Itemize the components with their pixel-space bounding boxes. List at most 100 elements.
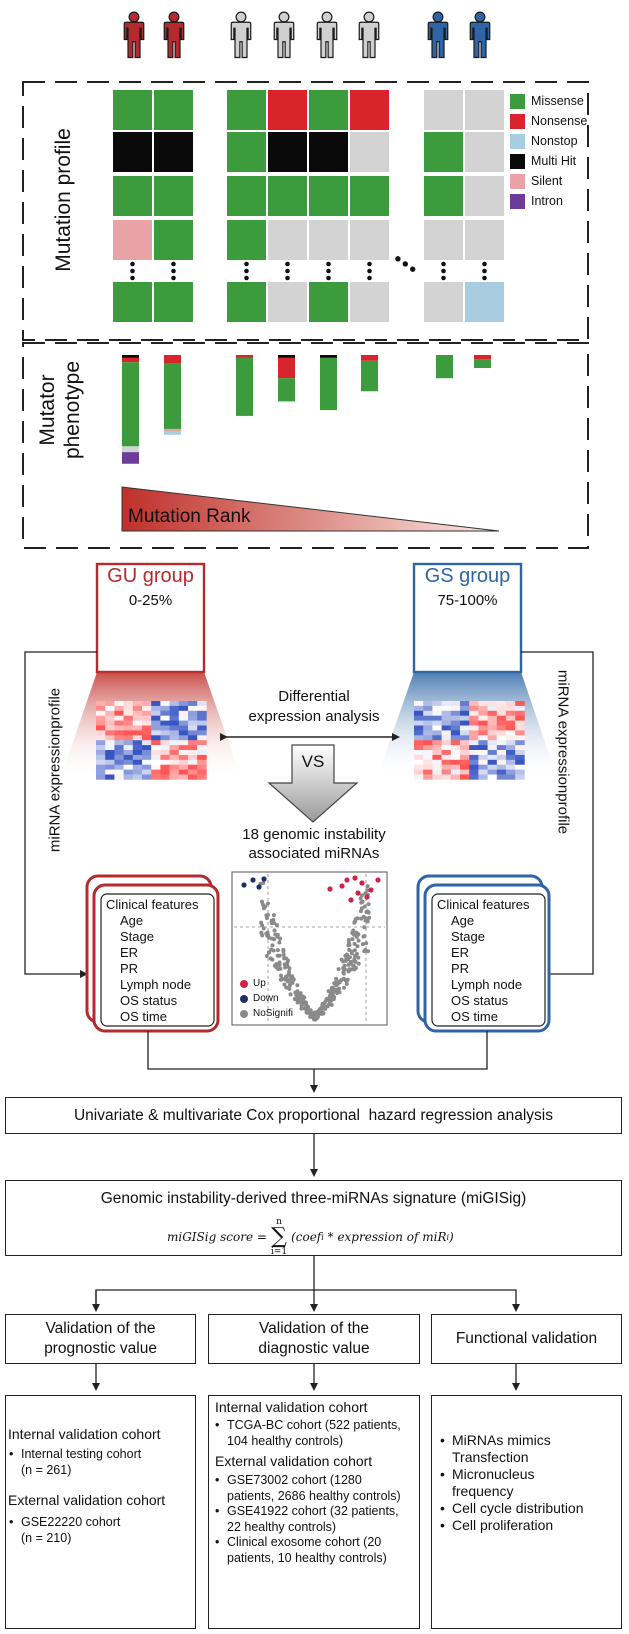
volcano-point-down (241, 882, 247, 888)
heatmap-cell (423, 720, 433, 726)
heatmap-cell (515, 769, 525, 775)
heatmap-cell (142, 715, 152, 721)
volcano-point (295, 983, 300, 988)
ellipsis-dot (130, 275, 135, 281)
heatmap-cell (96, 720, 106, 726)
heatmap-cell (414, 745, 424, 751)
heatmap-cell (423, 715, 433, 721)
heatmap-cell (478, 705, 488, 712)
patient-icon (316, 11, 338, 59)
heatmap-cell (460, 730, 470, 736)
heatmap-cell (169, 740, 180, 746)
heatmap-cell (178, 769, 189, 775)
heatmap-cell (515, 701, 525, 707)
mutation-cell (227, 90, 266, 130)
heatmap-cell (188, 701, 198, 707)
volcano-point (289, 981, 294, 986)
differential-line2: expression analysis (248, 708, 380, 725)
heatmap-cell (450, 715, 461, 721)
heatmap-cell (432, 715, 442, 721)
heatmap-cell (487, 769, 498, 775)
volcano-point-up (364, 894, 370, 900)
heatmap-cell (496, 715, 507, 721)
phenotype-bar-segment (320, 357, 337, 411)
volcano-point (347, 943, 352, 948)
heatmap-cell (515, 764, 525, 770)
mutation-cell (113, 220, 152, 260)
heatmap-cell (496, 769, 507, 775)
volcano-point (352, 948, 357, 953)
volcano-point (266, 933, 271, 938)
volcano-point-down (256, 884, 262, 890)
volcano-point (284, 985, 289, 990)
heatmap-cell (160, 769, 170, 775)
legend-item-nonstop: Nonstop (510, 131, 625, 151)
mutation-cell (113, 176, 152, 216)
heatmap-cell (160, 705, 170, 712)
heatmap-cell (506, 730, 516, 736)
associated-mirnas-line1: 18 genomic instability (242, 826, 386, 843)
differential-line1: Differential (278, 688, 350, 705)
heatmap-cell (169, 750, 180, 756)
heatmap-cell (423, 764, 433, 770)
heatmap-cell (423, 701, 433, 707)
heatmap-cell (414, 759, 424, 765)
heatmap-cell (105, 754, 115, 761)
heatmap-cell (423, 735, 433, 741)
heatmap-cell (506, 715, 516, 721)
heatmap-cell (450, 745, 461, 751)
heatmap-cell (515, 774, 525, 780)
clinical-item: Stage (120, 929, 154, 944)
heatmap-cell (151, 720, 161, 726)
mutation-cell (465, 90, 504, 130)
volcano-point (281, 952, 286, 957)
heatmap-cell (160, 764, 170, 770)
heatmap-cell (123, 730, 134, 736)
diagnostic-external-title: External validation cohort (215, 1453, 373, 1469)
volcano-point (354, 934, 359, 939)
legend-item-intron: Intron (510, 191, 625, 211)
phenotype-bar-segment (474, 359, 491, 369)
phenotype-label: phenotype (61, 360, 84, 460)
ellipsis-dot (441, 275, 446, 281)
heatmap-cell (460, 705, 470, 712)
heatmap-cell (178, 705, 189, 712)
heatmap-cell (178, 740, 189, 746)
phenotype-bar-segment (122, 362, 139, 447)
heatmap-cell (114, 740, 124, 746)
heatmap-cell (496, 730, 507, 736)
heatmap-cell (506, 745, 516, 751)
heatmap-cell (432, 730, 442, 736)
heatmap-cell (441, 720, 452, 726)
mutation-cell (113, 282, 152, 322)
heatmap-cell (515, 750, 525, 756)
volcano-point (315, 1011, 320, 1016)
ellipsis-dot (367, 261, 372, 267)
clinical-title: Clinical features (437, 897, 530, 912)
volcano-point (360, 942, 365, 947)
heatmap-cell (123, 740, 134, 746)
mutation-cell (350, 90, 389, 130)
heatmap-cell (151, 769, 161, 775)
heatmap-cell (432, 754, 442, 761)
mutation-cell (227, 132, 266, 172)
heatmap-cell (169, 710, 180, 716)
heatmap-cell (460, 725, 470, 731)
heatmap-cell (414, 701, 424, 707)
phenotype-bar-segment (122, 357, 139, 363)
volcano-point (352, 953, 357, 958)
heatmap-cell (151, 735, 161, 741)
functional-head-box: Functional validation (431, 1314, 622, 1364)
heatmap-cell (105, 759, 115, 765)
heatmap-cell (169, 774, 180, 780)
volcano-point (334, 976, 339, 981)
phenotype-bar-segment (278, 357, 295, 379)
heatmap-cell (188, 740, 198, 746)
heatmap-cell (478, 730, 488, 736)
heatmap-cell (506, 720, 516, 726)
heatmap-cell (450, 750, 461, 756)
heatmap-cell (132, 764, 143, 770)
heatmap-cell (487, 710, 498, 716)
gs-clinical-stack (416, 874, 551, 1033)
phenotype-bar-segment (164, 431, 181, 435)
